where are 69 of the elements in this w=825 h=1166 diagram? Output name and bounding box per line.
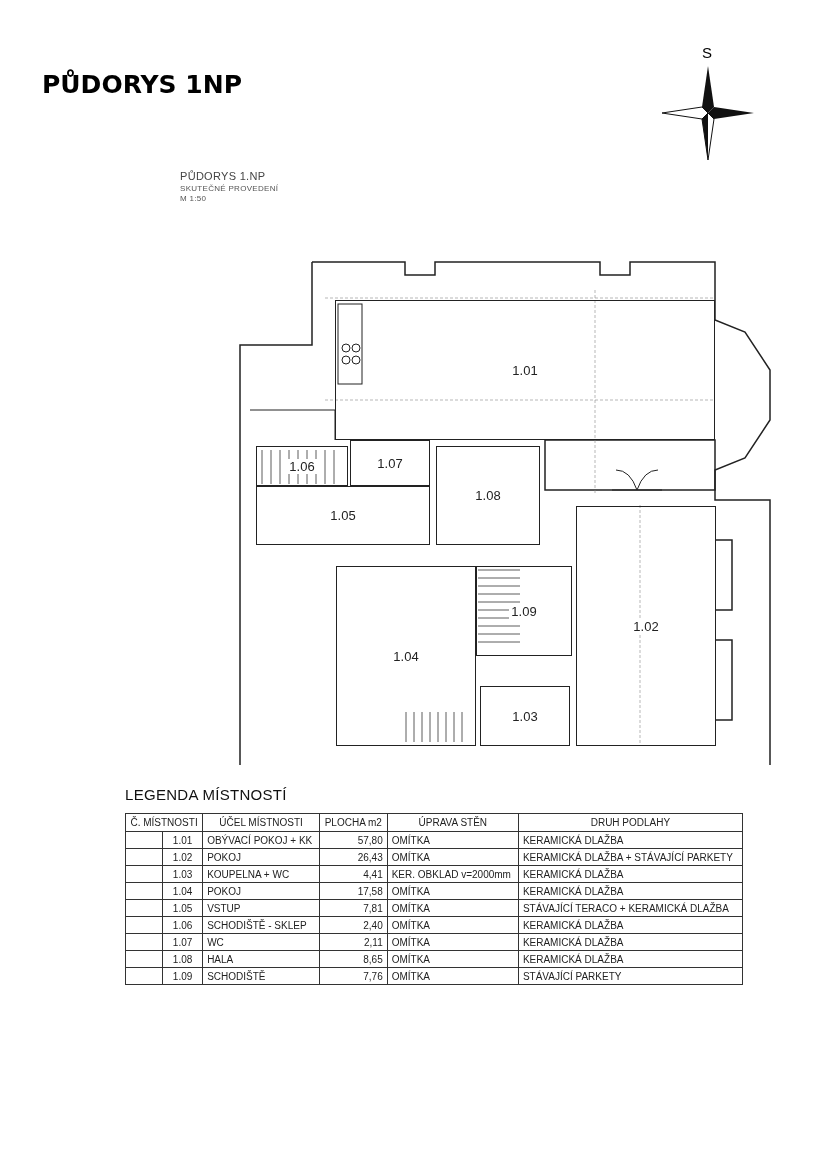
table-cell: KERAMICKÁ DLAŽBA [518,865,743,883]
table-cell: OMÍTKA [387,967,519,985]
table-cell: 8,65 [319,950,388,968]
table-cell: POKOJ [202,848,320,866]
table-cell: 17,58 [319,882,388,900]
table-cell: 1.03 [162,865,203,883]
table-cell: OMÍTKA [387,950,519,968]
room-outline [480,686,570,746]
table-cell: 1.07 [162,933,203,951]
table-heading: LEGENDA MÍSTNOSTÍ [125,786,287,803]
table-cell: 1.01 [162,831,203,849]
table-cell: KERAMICKÁ DLAŽBA [518,831,743,849]
table-cell: SCHODIŠTĚ [202,967,320,985]
room-number: 1.06 [287,458,317,474]
table-header-cell: Č. MÍSTNOSTI [125,813,203,832]
room-outline [476,566,572,656]
table-cell: 1.02 [162,848,203,866]
table-header-cell: DRUH PODLAHY [518,813,743,832]
table-header-cell: PLOCHA m2 [319,813,388,832]
table-cell: 1.08 [162,950,203,968]
room-number: 1.05 [328,508,358,523]
room-outline [256,446,348,486]
table-cell: SCHODIŠTĚ - SKLEP [202,916,320,934]
table-cell: 57,80 [319,831,388,849]
drawing-subtitle: SKUTEČNÉ PROVEDENÍ [180,184,279,193]
table-cell: 1.09 [162,967,203,985]
table-cell: OMÍTKA [387,916,519,934]
drawing-title: PŮDORYS 1.NP [180,170,266,182]
table-cell: 26,43 [319,848,388,866]
table-cell: KERAMICKÁ DLAŽBA [518,882,743,900]
scale-note: M 1:50 [180,194,207,203]
table-cell: KOUPELNA + WC [202,865,320,883]
page-title: PŮDORYS 1NP [42,70,242,99]
room-outline [436,446,540,545]
table-cell: OMÍTKA [387,848,519,866]
room-outline [335,300,715,440]
table-cell: 2,11 [319,933,388,951]
room-outline [576,506,716,746]
room-number: 1.08 [473,488,503,503]
table-cell: 1.04 [162,882,203,900]
north-label: S [702,44,713,61]
table-cell: 2,40 [319,916,388,934]
room-number: 1.02 [631,618,661,634]
table-cell: KERAMICKÁ DLAŽBA + STÁVAJÍCÍ PARKETY [518,848,743,866]
table-cell: VSTUP [202,899,320,917]
table-cell: 7,81 [319,899,388,917]
room-outline [256,486,430,545]
table-cell: WC [202,933,320,951]
table-cell: 1.06 [162,916,203,934]
table-cell: KERAMICKÁ DLAŽBA [518,950,743,968]
table-cell: OMÍTKA [387,882,519,900]
table-cell: POKOJ [202,882,320,900]
table-cell: OMÍTKA [387,933,519,951]
room-outline [336,566,476,746]
table-cell: KER. OBKLAD v=2000mm [387,865,519,883]
table-cell: HALA [202,950,320,968]
table-cell: STÁVAJÍCÍ PARKETY [518,967,743,985]
table-cell: OMÍTKA [387,899,519,917]
room-outline [350,440,430,486]
table-cell: 1.05 [162,899,203,917]
table-header-cell: ÚPRAVA STĚN [387,813,519,832]
table-cell: KERAMICKÁ DLAŽBA [518,933,743,951]
table-cell: 4,41 [319,865,388,883]
table-cell: KERAMICKÁ DLAŽBA [518,916,743,934]
table-header-cell: ÚČEL MÍSTNOSTI [202,813,320,832]
table-cell: OMÍTKA [387,831,519,849]
table-cell: 7,76 [319,967,388,985]
table-cell: STÁVAJÍCÍ TERACO + KERAMICKÁ DLAŽBA [518,899,743,917]
table-cell: OBÝVACÍ POKOJ + KK [202,831,320,849]
